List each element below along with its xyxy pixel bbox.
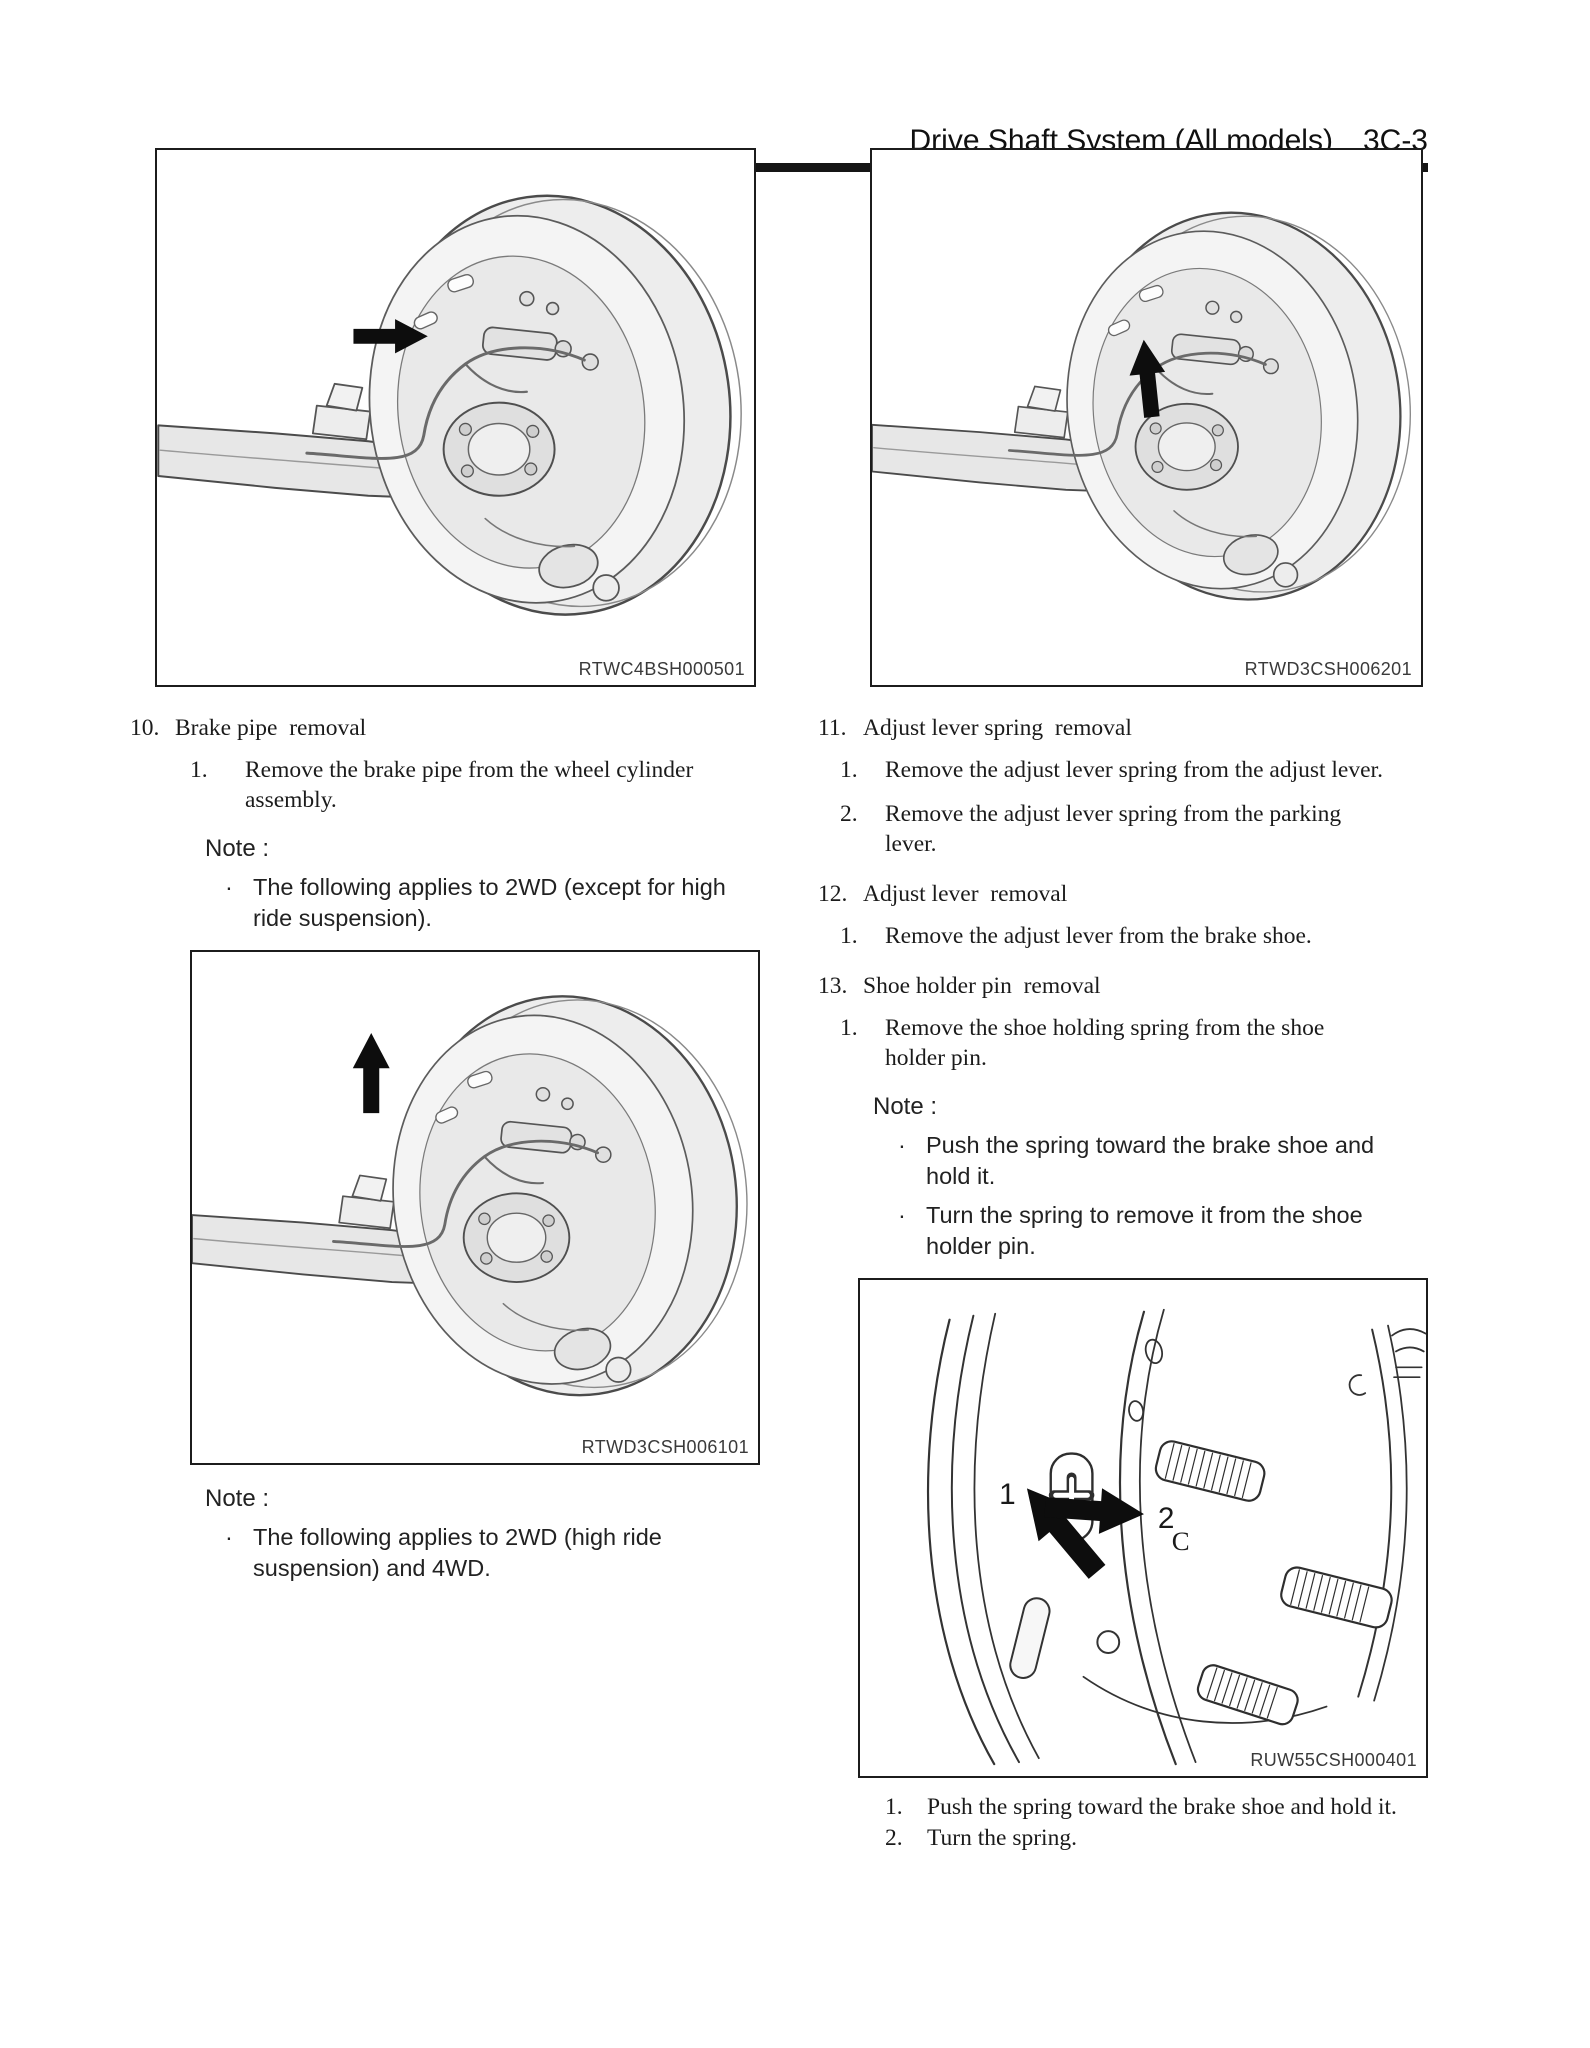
step: 1. Remove the adjust lever from the brak… xyxy=(818,921,1468,951)
note-text: Turn the spring to remove it from the sh… xyxy=(926,1202,1363,1259)
note-bullet: · The following applies to 2WD (high rid… xyxy=(130,1522,775,1584)
label-c: C xyxy=(1172,1526,1190,1556)
note-text: The following applies to 2WD (except for… xyxy=(253,874,726,931)
bullet-icon: · xyxy=(225,874,233,900)
wheel-stud xyxy=(1280,1566,1393,1629)
note-label: Note : xyxy=(205,1485,270,1512)
figure-adjust-lever-spring-removal: RTWD3CSH006201 xyxy=(870,148,1423,687)
note-text: The following applies to 2WD (high ride … xyxy=(253,1524,662,1581)
bullet-icon: · xyxy=(898,1132,906,1158)
step-number: 1. xyxy=(840,757,858,783)
figure-step-list: 1. Push the spring toward the brake shoe… xyxy=(818,1792,1468,1854)
step-text: Remove the brake pipe from the wheel cyl… xyxy=(245,757,694,813)
figure-code: RTWC4BSH000501 xyxy=(578,659,745,679)
step-number: 1. xyxy=(190,757,208,783)
note-text: Push the spring toward the brake shoe an… xyxy=(926,1132,1375,1189)
axle-brake-assembly-diagram xyxy=(192,971,758,1420)
section-number: 12. xyxy=(818,881,848,907)
right-column: RTWD3CSH006201 11. Adjust lever spring r… xyxy=(818,148,1468,1854)
section-11: 11. Adjust lever spring removal xyxy=(818,713,1468,743)
figure-step: 2. Turn the spring. xyxy=(818,1823,1468,1854)
section-12: 12. Adjust lever removal xyxy=(818,879,1468,909)
figure-brake-pipe-removal-2wd-highride: RTWD3CSH006101 xyxy=(190,950,760,1465)
note-bullet: · Push the spring toward the brake shoe … xyxy=(818,1130,1468,1192)
figure-shoe-holder-pin-removal: 1 2 C RUW55CSH000401 xyxy=(858,1278,1428,1778)
note-block: Note : · The following applies to 2WD (h… xyxy=(130,1483,775,1584)
step-text: Push the spring toward the brake shoe an… xyxy=(927,1794,1397,1820)
note-label: Note : xyxy=(873,1093,938,1120)
header-rule xyxy=(160,163,1428,172)
section-10: 10. Brake pipe removal xyxy=(130,713,775,743)
note-bullet: · The following applies to 2WD (except f… xyxy=(130,872,775,934)
step-text: Turn the spring. xyxy=(927,1825,1077,1851)
note-block: Note : · Push the spring toward the brak… xyxy=(818,1091,1468,1262)
section-number: 11. xyxy=(818,715,847,741)
direction-arrow-icon xyxy=(352,1032,390,1114)
section-number: 13. xyxy=(818,973,848,999)
step-text: Remove the adjust lever spring from the … xyxy=(885,757,1383,783)
note-label: Note : xyxy=(205,835,270,862)
axle-brake-assembly-diagram xyxy=(872,188,1421,624)
axle-brake-assembly-diagram xyxy=(157,170,754,641)
step-text: Remove the adjust lever spring from the … xyxy=(885,801,1342,857)
section-title: Brake pipe removal xyxy=(175,715,367,741)
step-text: Remove the adjust lever from the brake s… xyxy=(885,923,1312,949)
figure-brake-pipe-removal: RTWC4BSH000501 xyxy=(155,148,756,687)
brake-shoe-spring-diagram: 1 2 C xyxy=(926,1308,1426,1766)
step-text: Remove the shoe holding spring from the … xyxy=(885,1015,1325,1071)
step: 2. Remove the adjust lever spring from t… xyxy=(818,799,1468,859)
step-number: 2. xyxy=(840,801,858,827)
left-column: RTWC4BSH000501 10. Brake pipe removal 1.… xyxy=(130,148,775,1584)
note-block: Note : · The following applies to 2WD (e… xyxy=(130,833,775,934)
figure-code: RTWD3CSH006101 xyxy=(581,1437,749,1457)
section-title: Adjust lever spring removal xyxy=(863,715,1132,741)
figure-step: 1. Push the spring toward the brake shoe… xyxy=(818,1792,1468,1823)
arrow-label-2: 2 xyxy=(1158,1502,1175,1535)
wheel-stud xyxy=(1196,1664,1299,1726)
wheel-stud xyxy=(1154,1440,1266,1502)
bullet-icon: · xyxy=(898,1202,906,1228)
step-number: 1. xyxy=(840,923,858,949)
note-bullet: · Turn the spring to remove it from the … xyxy=(818,1200,1468,1262)
section-title: Adjust lever removal xyxy=(863,881,1068,907)
arrow-label-1: 1 xyxy=(999,1478,1016,1511)
step: 1. Remove the adjust lever spring from t… xyxy=(818,755,1468,785)
step-number: 1. xyxy=(840,1015,858,1041)
step: 1. Remove the brake pipe from the wheel … xyxy=(130,755,775,815)
figure-code: RUW55CSH000401 xyxy=(1250,1750,1417,1770)
section-title: Shoe holder pin removal xyxy=(863,973,1101,999)
step-number: 1. xyxy=(885,1794,903,1820)
section-number: 10. xyxy=(130,715,160,741)
bullet-icon: · xyxy=(225,1524,233,1550)
step-number: 2. xyxy=(885,1825,903,1851)
step: 1. Remove the shoe holding spring from t… xyxy=(818,1013,1468,1073)
section-13: 13. Shoe holder pin removal xyxy=(818,971,1468,1001)
figure-code: RTWD3CSH006201 xyxy=(1244,659,1412,679)
